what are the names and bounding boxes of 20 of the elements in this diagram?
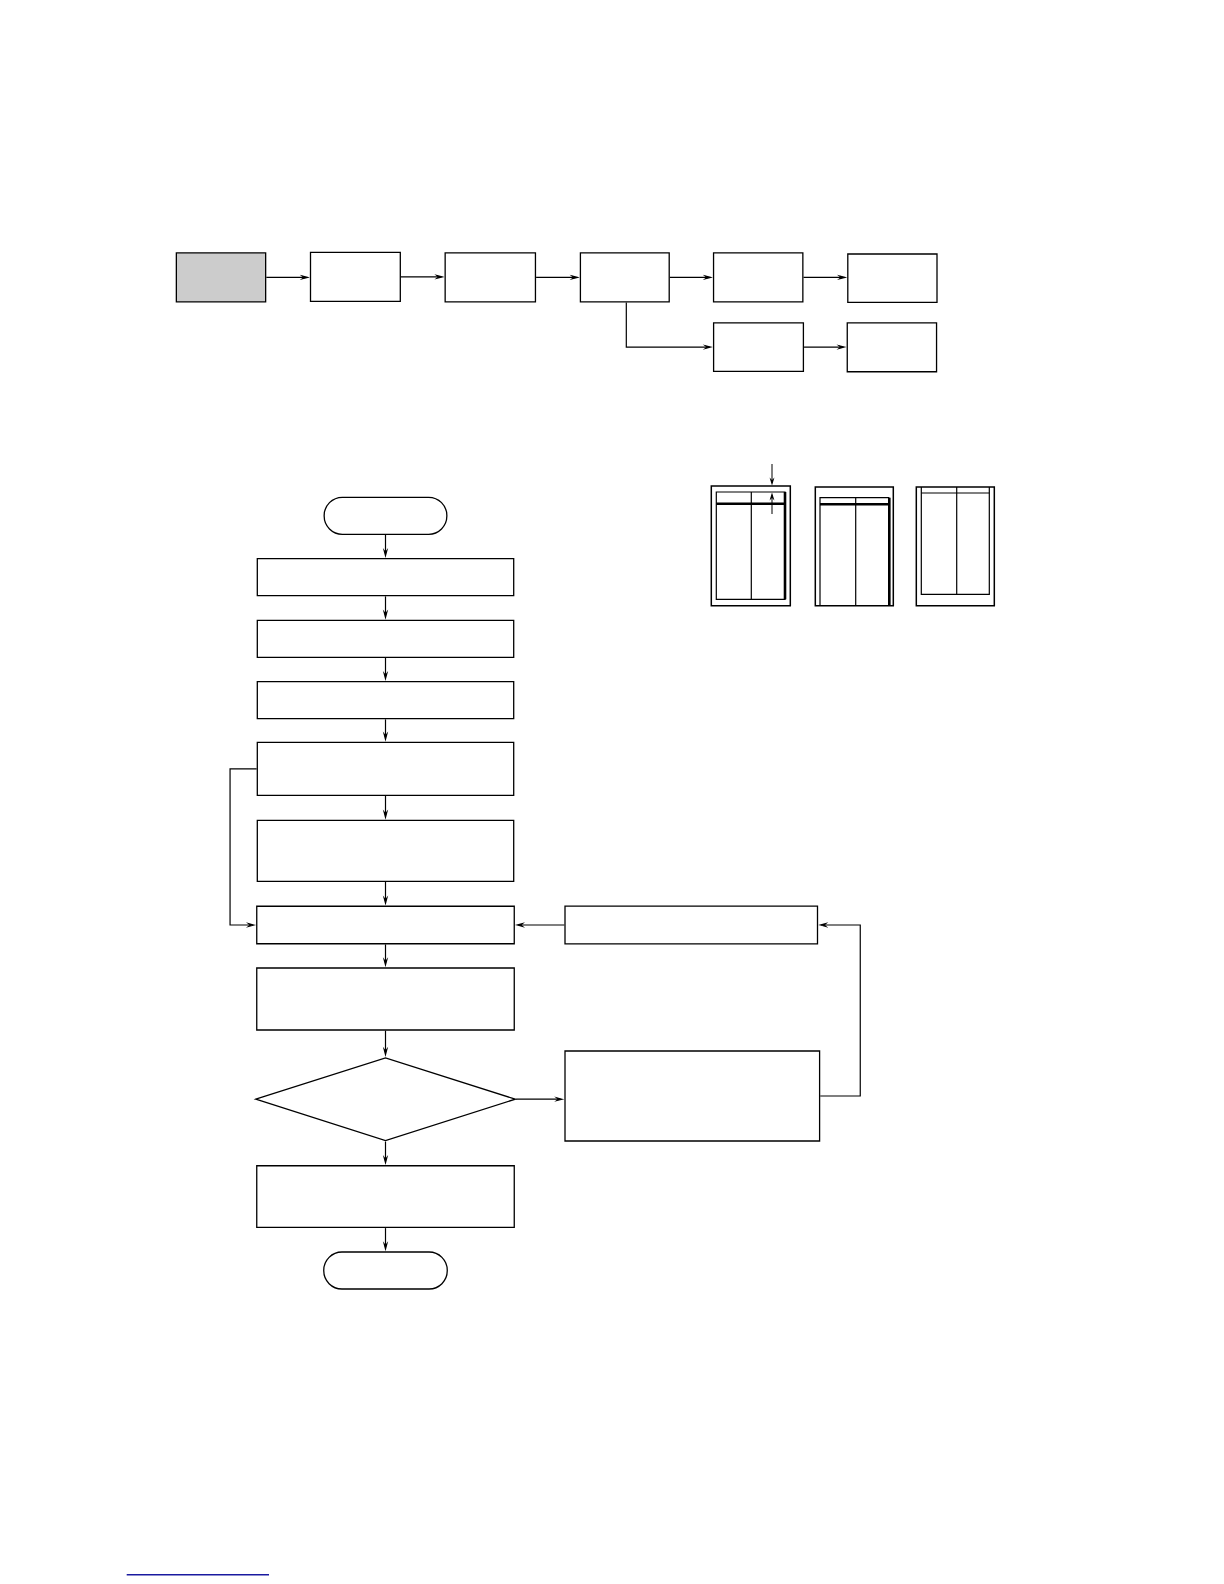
process-box [256,681,515,720]
process-box [579,252,670,303]
process-box [444,252,537,303]
process-box [712,322,805,372]
terminal-shape [323,496,448,535]
terminal-shape [323,1251,448,1290]
process-box [256,819,515,882]
process-box [309,251,401,303]
process-box [256,967,515,1031]
process-box [256,558,515,597]
process-box [175,252,267,303]
process-box [847,253,938,304]
process-box [564,905,819,945]
process-box [712,252,804,303]
process-box [256,1165,515,1229]
process-box [256,741,515,796]
process-box [846,322,938,373]
process-box [564,1050,821,1142]
process-box [256,905,515,945]
process-box [256,619,515,658]
